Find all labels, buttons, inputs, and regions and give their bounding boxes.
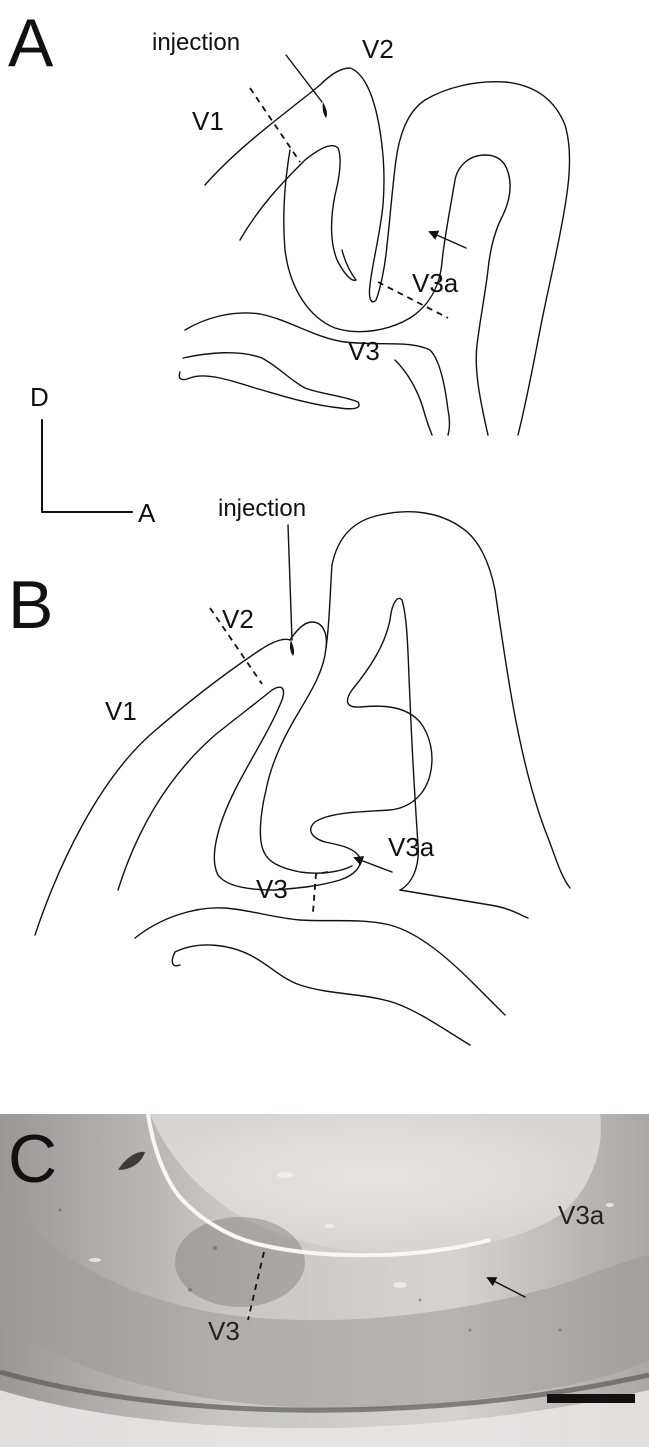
panel-a-v1-label: V1: [192, 106, 224, 136]
panel-a-v1-outer-contour: [205, 68, 384, 302]
panel-b-outer-loop: [326, 512, 570, 888]
panel-b-v2-outer: [260, 622, 326, 852]
panel-b-v3a-label: V3a: [388, 832, 435, 862]
panel-a-lowest-contour: [179, 353, 359, 409]
panel-c-letter: C: [8, 1121, 57, 1197]
panel-c-v3-label: V3: [208, 1316, 240, 1346]
panel-a-v3-lamina: [185, 313, 450, 435]
panel-b-inner-contour: [264, 852, 352, 873]
panel-a-v3a-label: V3a: [412, 268, 459, 298]
panel-a-v2-fold: [240, 146, 356, 281]
panel-b-letter: B: [8, 567, 53, 643]
panel-c-label-zone: [175, 1217, 305, 1307]
panel-b-injection-site: [290, 640, 294, 656]
panel-b-v2-tip: [118, 687, 284, 890]
panel-b-v3-lamina: [135, 908, 505, 1015]
orientation-axes: D A: [30, 382, 156, 528]
panel-a-bottom-contour: [395, 360, 432, 435]
panel-b-arrow-icon: [355, 858, 392, 872]
panel-a-v1-v2-boundary: [250, 88, 300, 162]
panel-a-injection-label: injection: [152, 29, 240, 56]
panel-b-injection-pointer: [288, 525, 292, 640]
panel-a-injection-site: [323, 102, 327, 118]
panel-b-v1-label: V1: [105, 696, 137, 726]
panel-c-v3a-label: V3a: [558, 1200, 605, 1230]
panel-a: A injection V2 V1 V3a V3: [8, 5, 570, 435]
panel-a-outer-loop: [376, 82, 570, 435]
axis-dorsal-label: D: [30, 382, 49, 412]
panel-a-arrow-icon: [430, 232, 466, 248]
panel-b-outer-loop-lower: [400, 890, 528, 918]
panel-b-injection-label: injection: [218, 495, 306, 522]
panel-b-lowest-left: [172, 952, 180, 966]
panel-b-v1-outer-contour: [35, 639, 290, 935]
panel-a-letter: A: [8, 5, 54, 81]
panel-c-scale-bar: [547, 1394, 635, 1403]
axis-anterior-label: A: [138, 498, 156, 528]
axis-lines: [42, 420, 132, 512]
panel-a-v2-label: V2: [362, 34, 394, 64]
panel-b-lowest-contour: [175, 945, 470, 1045]
panel-b: B injection V2 V1 V3a V3: [8, 495, 570, 1045]
panel-b-v3-v3a-boundary: [313, 872, 328, 912]
panel-b-v2-label: V2: [222, 604, 254, 634]
panel-a-injection-pointer: [286, 55, 322, 102]
panel-c: C V3a V3: [0, 1114, 649, 1447]
panel-a-v3-label: V3: [348, 336, 380, 366]
